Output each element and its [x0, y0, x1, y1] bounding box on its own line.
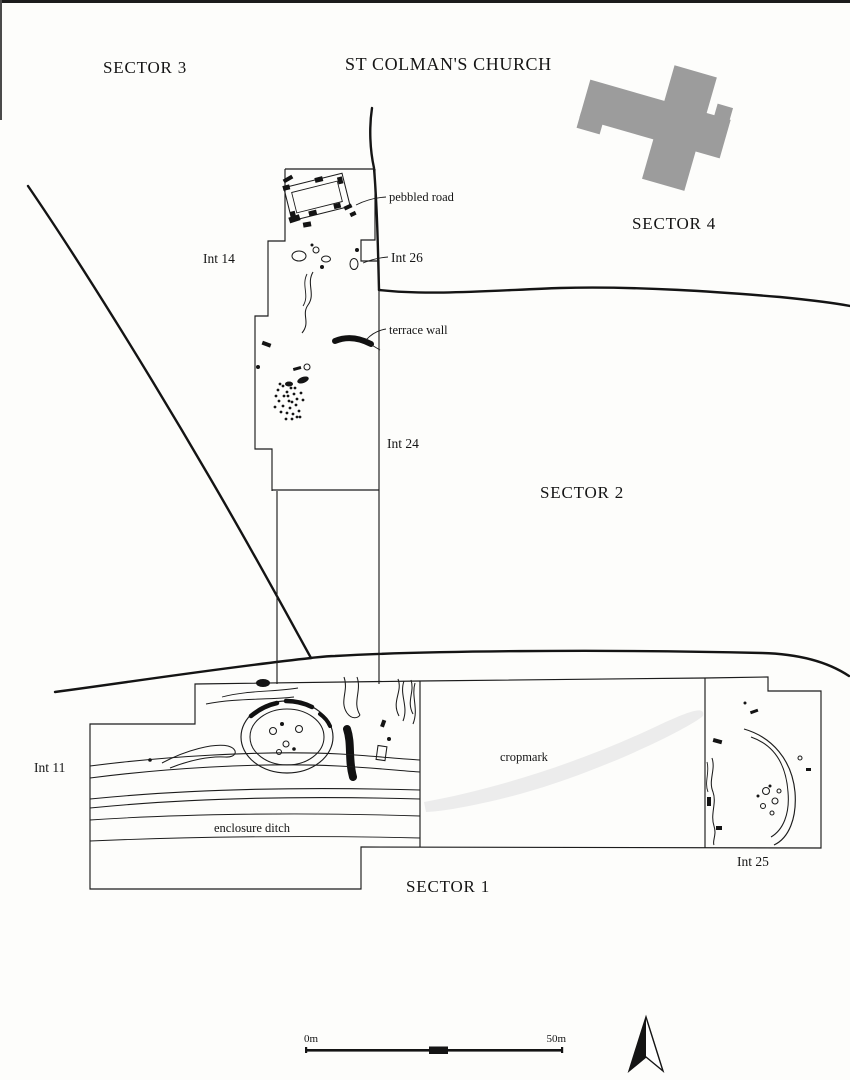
features-int14 [256, 172, 381, 421]
scale-start-label: 0m [304, 1033, 319, 1045]
church-plan [576, 65, 734, 191]
label-cropmark: cropmark [500, 750, 549, 764]
scale-bar: 0m 50m [304, 1033, 566, 1054]
scale-end-label: 50m [546, 1033, 566, 1045]
scan-left-edge [0, 0, 2, 120]
terrace-wall-feature [332, 335, 374, 347]
leader-int26 [362, 256, 389, 264]
stipple-cluster [273, 382, 305, 421]
label-int24: Int 24 [387, 436, 419, 451]
label-int26: Int 26 [391, 250, 423, 265]
label-sector2: SECTOR 2 [540, 483, 624, 502]
trench-upper-outline [254, 168, 380, 684]
scan-top-edge [0, 0, 850, 3]
boundary-south [53, 649, 850, 694]
leader-lines [355, 196, 389, 341]
label-enclosure-ditch: enclosure ditch [214, 821, 291, 835]
trench-sector1-outline [89, 676, 822, 890]
label-terrace-wall: terrace wall [389, 323, 448, 337]
gully [301, 271, 314, 334]
hook-feature [161, 744, 236, 769]
label-sector1: SECTOR 1 [406, 877, 490, 896]
boundary-east [377, 286, 850, 308]
dark-linear-feature [343, 725, 357, 781]
leader-pebbled-road [355, 196, 387, 206]
label-int11: Int 11 [34, 760, 65, 775]
building-structure [282, 172, 351, 222]
label-pebbled-road: pebbled road [389, 190, 455, 204]
ring-enclosure-inner [249, 708, 325, 766]
label-sector4: SECTOR 4 [632, 214, 716, 233]
cropmark-band [424, 710, 704, 812]
label-sector3: SECTOR 3 [103, 58, 187, 77]
int26-feature [349, 257, 359, 271]
leader-terrace-wall [365, 328, 387, 341]
features-int25 [706, 701, 811, 846]
enclosure-ditch-lines [89, 752, 421, 842]
features-sector1 [89, 676, 421, 842]
label-int14: Int 14 [203, 251, 235, 266]
boundary-west-diagonal [26, 184, 313, 660]
label-church: ST COLMAN'S CHURCH [345, 54, 552, 74]
north-arrow-icon [627, 1014, 665, 1074]
label-int25: Int 25 [737, 854, 769, 869]
